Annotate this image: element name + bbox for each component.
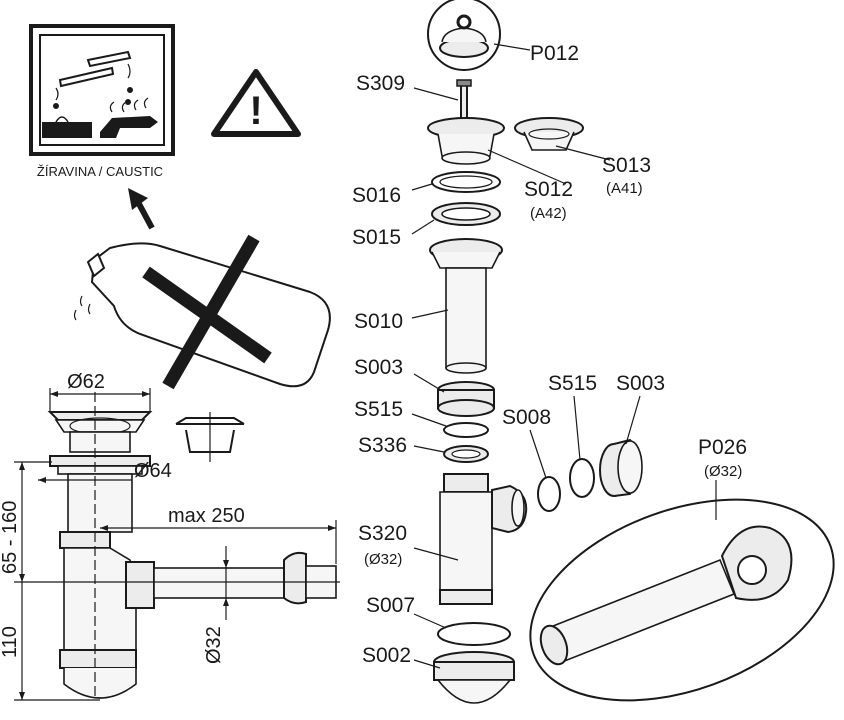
height-110-label: 110	[0, 626, 21, 658]
label-s320: S320	[358, 522, 407, 545]
label-s003-b: S003	[616, 372, 665, 395]
height-65-160-label: 65 - 160	[0, 501, 21, 574]
caustic-warning-pictogram: ŽÍRAVINA / CAUSTIC	[29, 24, 175, 179]
label-s013-sub: (A41)	[606, 180, 643, 197]
drain-profile-icon	[175, 412, 245, 462]
part-s003-side-nut: S003	[599, 372, 665, 497]
label-s015: S015	[352, 226, 401, 249]
corroded-surface-icon	[42, 122, 92, 138]
label-s336: S336	[358, 434, 407, 457]
diameter-62-label: Ø62	[67, 371, 105, 393]
part-p026-pipe: P026 (Ø32)	[529, 436, 835, 702]
part-s013-flange: S013 (A41)	[514, 117, 651, 197]
label-s010: S010	[354, 310, 403, 333]
test-tube-icon	[58, 66, 115, 88]
label-s016: S016	[352, 184, 401, 207]
part-s016-washer: S016	[352, 171, 501, 207]
label-s515-a: S515	[354, 398, 403, 421]
crossed-bottle-icon	[73, 234, 331, 390]
test-tube-icon	[86, 50, 132, 68]
part-s010-tube: S010	[354, 238, 503, 374]
label-p026-sub: (Ø32)	[704, 463, 742, 480]
label-s003-a: S003	[354, 356, 403, 379]
part-s008-seal: S008	[502, 406, 561, 512]
part-p012-plug: P012	[427, 0, 579, 71]
arrow-up-icon	[128, 188, 155, 230]
diameter-32-label: Ø32	[203, 626, 225, 664]
dimension-lines: Ø62 Ø64 max 250 65 - 160 110 Ø32	[0, 371, 340, 701]
siphon-side-view	[47, 392, 337, 700]
part-s336-washer: S336	[358, 434, 489, 463]
label-s515-b: S515	[548, 372, 597, 395]
label-s002: S002	[362, 644, 411, 667]
part-s012-flange: S012 (A42)	[427, 117, 573, 222]
label-s012: S012	[524, 178, 573, 201]
part-s015-washer: S015	[352, 202, 501, 249]
part-s515-side-seal: S515	[548, 372, 597, 498]
part-s309-screw: S309	[356, 72, 472, 137]
label-s007: S007	[366, 594, 415, 617]
part-s002-cup: S002	[362, 644, 515, 704]
label-s012-sub: (A42)	[530, 205, 567, 222]
label-p012: P012	[530, 42, 579, 65]
part-s515-seal: S515	[354, 398, 489, 438]
label-s013: S013	[602, 154, 651, 177]
label-s320-sub: (Ø32)	[364, 551, 402, 568]
caustic-label: ŽÍRAVINA / CAUSTIC	[37, 164, 163, 179]
label-s309: S309	[356, 72, 405, 95]
part-s003-nut: S003	[354, 356, 495, 417]
corroded-hand-icon	[100, 116, 158, 138]
label-s008: S008	[502, 406, 551, 429]
max-250-label: max 250	[168, 505, 245, 527]
label-p026: P026	[698, 436, 747, 459]
part-s007-seal: S007	[366, 594, 511, 646]
part-s320-body: S320 (Ø32)	[358, 473, 528, 605]
exclamation-mark: !	[249, 89, 262, 133]
diameter-64-label: Ø64	[134, 460, 172, 482]
warning-triangle-icon: !	[211, 69, 301, 137]
